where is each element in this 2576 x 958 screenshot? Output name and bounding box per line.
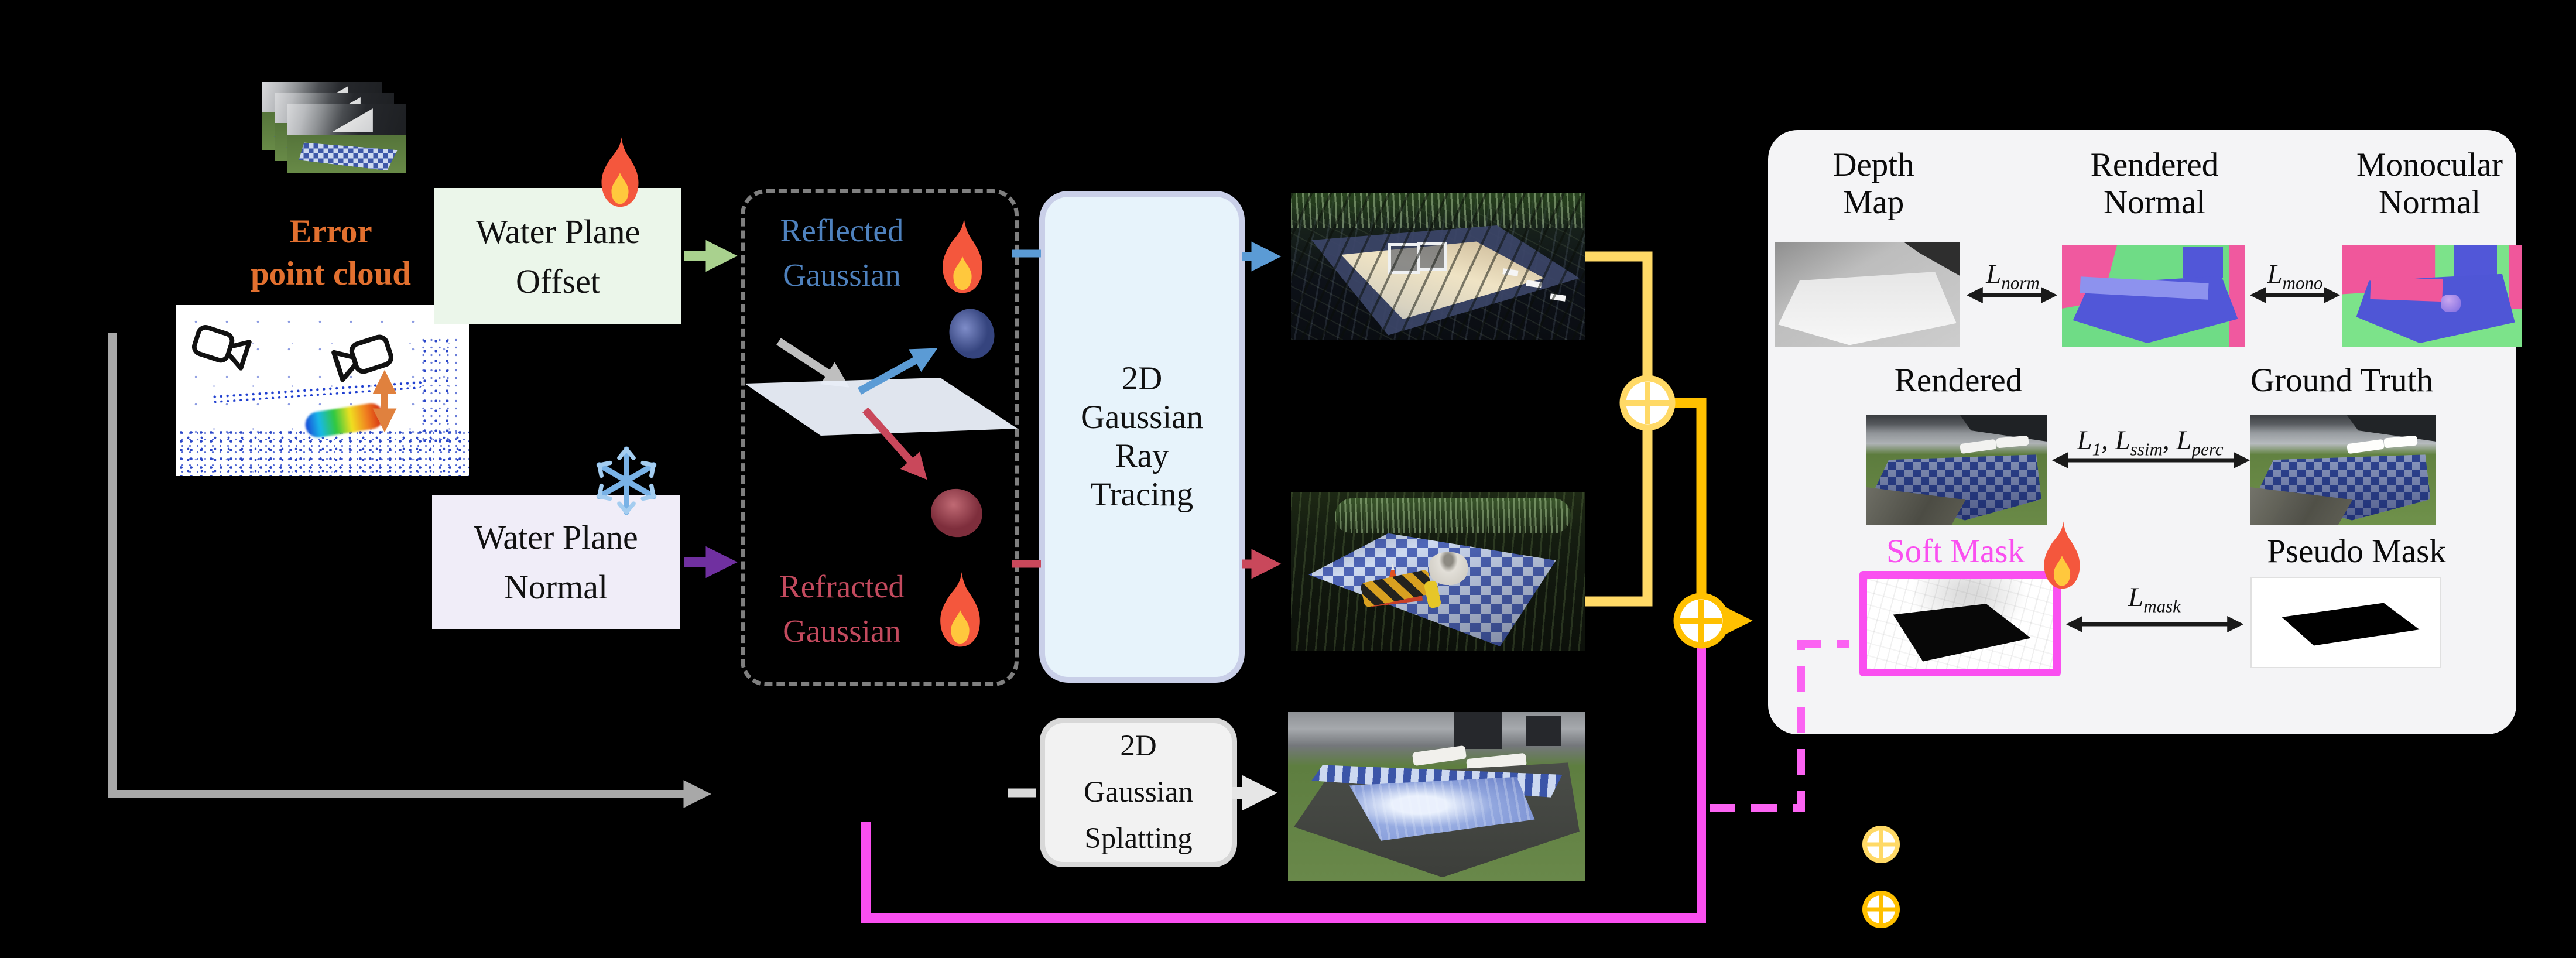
loss-mask-sub: mask xyxy=(2143,596,2181,617)
loss-mono-base: L xyxy=(2267,259,2283,289)
reflected-line1: Reflected xyxy=(780,213,904,248)
refracted-gaussian-label: Refracted Gaussian xyxy=(752,564,931,654)
rendered-normal-image xyxy=(2062,245,2245,347)
depth-map-line1: Depth xyxy=(1832,146,1914,183)
monocular-normal-image xyxy=(2342,245,2522,347)
wpo-line2: Offset xyxy=(516,262,600,300)
circled-plus-icon xyxy=(1673,593,1729,649)
error-point-cloud-label: Error point cloud xyxy=(233,211,429,295)
raytracing-line4: Tracing xyxy=(1090,476,1194,513)
wpo-line1: Water Plane xyxy=(475,212,640,251)
paper-roll xyxy=(1429,552,1468,586)
refracted-ray-arrow xyxy=(862,407,927,480)
rendered-text: Rendered xyxy=(1894,362,2023,399)
pseudo-mask-label: Pseudo Mask xyxy=(2239,533,2474,570)
splatting-render-preview xyxy=(1288,712,1585,881)
monocular-normal-line1: Monocular xyxy=(2356,146,2503,183)
doorway xyxy=(1526,715,1562,746)
rendered-normal-line2: Normal xyxy=(2103,184,2206,221)
reflected-ray-arrow xyxy=(857,348,938,395)
ground-truth-image xyxy=(2250,415,2436,525)
loss-perc-base: L xyxy=(2176,425,2192,456)
splatting-line1: 2D xyxy=(1120,730,1157,762)
flame-icon xyxy=(2033,520,2091,591)
splatting-box: 2D Gaussian Splatting xyxy=(1040,718,1237,867)
water-plane-offset-box: Water Plane Offset xyxy=(434,188,681,324)
soft-mask-dashed-path xyxy=(1710,640,1849,812)
loss-mask-label: Lmask xyxy=(2111,580,2198,618)
depth-map-image xyxy=(1775,242,1960,347)
monocular-normal-line2: Normal xyxy=(2378,184,2481,221)
circled-plus-icon xyxy=(1619,375,1676,431)
soft-mask-label: Soft Mask xyxy=(1865,533,2046,570)
snowflake-icon xyxy=(588,445,664,516)
refracted-line1: Refracted xyxy=(779,569,905,604)
depth-map-line2: Map xyxy=(1842,184,1904,221)
raytracing-line3: Ray xyxy=(1115,437,1169,474)
point-cloud-column xyxy=(419,336,457,442)
rendered-header: Rendered xyxy=(1868,362,2049,399)
loss-l1-base: L xyxy=(2077,425,2092,456)
raytracing-line2: Gaussian xyxy=(1081,399,1203,436)
streaks xyxy=(1291,193,1585,340)
incident-ray-arrow xyxy=(776,338,850,388)
flame-icon xyxy=(590,136,650,210)
circled-plus-legend-icon xyxy=(1862,891,1900,928)
loss-mask-base: L xyxy=(2128,582,2144,613)
water-plane-illustration xyxy=(745,378,1018,436)
separator: , xyxy=(2101,425,2115,456)
circled-plus-legend-icon xyxy=(1862,826,1900,863)
wpn-line2: Normal xyxy=(503,568,608,606)
flame-icon xyxy=(932,215,993,297)
reflected-line2: Gaussian xyxy=(783,257,901,293)
blend1-to-blend2-path xyxy=(1670,398,1707,595)
monocular-normal-header: Monocular Normal xyxy=(2327,146,2532,221)
water-plane-normal-box: Water Plane Normal xyxy=(432,495,680,629)
splatting-line3: Splatting xyxy=(1084,822,1193,855)
refracted-line2: Gaussian xyxy=(783,613,901,649)
error-line2: point cloud xyxy=(250,255,411,292)
refraction-render-preview xyxy=(1291,492,1585,651)
ground-truth-text: Ground Truth xyxy=(2250,362,2433,399)
pink-edge xyxy=(2228,245,2245,347)
rendered-normal-header: Rendered Normal xyxy=(2058,146,2251,221)
input-image-stack-front xyxy=(287,104,406,173)
reflected-gaussian-ellipse xyxy=(949,309,995,359)
refracted-gaussian-ellipse xyxy=(931,488,982,538)
reflection-render-preview xyxy=(1291,193,1585,340)
doorway xyxy=(1454,712,1502,750)
wpn-line1: Water Plane xyxy=(474,518,638,556)
flame-icon xyxy=(930,569,991,651)
rendered-normal-line1: Rendered xyxy=(2090,146,2219,183)
input-to-splatting-connector xyxy=(108,333,712,808)
gaussian-group-box xyxy=(741,189,1019,686)
splat-alpha-path xyxy=(861,646,1706,923)
pseudo-mask-image xyxy=(2250,577,2441,668)
error-point-cloud-image xyxy=(176,305,469,476)
separator: , xyxy=(2162,425,2177,456)
pink-edge xyxy=(2509,245,2522,309)
raytracing-line1: 2D xyxy=(1121,360,1163,397)
cylinder xyxy=(2441,294,2461,312)
rendered-image xyxy=(1866,415,2047,525)
splatting-line2: Gaussian xyxy=(1084,776,1193,809)
soft-mask-image xyxy=(1859,571,2061,676)
loss-norm-base: L xyxy=(1986,259,2002,289)
blue-cube xyxy=(2183,247,2224,278)
ray-tracing-box: 2D Gaussian Ray Tracing xyxy=(1039,191,1245,683)
grass-edge xyxy=(1335,498,1571,533)
soft-mask-text: Soft Mask xyxy=(1886,533,2025,570)
ground-truth-header: Ground Truth xyxy=(2222,362,2462,399)
loss-ssim-base: L xyxy=(2115,425,2130,456)
depth-map-header: Depth Map xyxy=(1791,146,1955,221)
reflected-gaussian-label: Reflected Gaussian xyxy=(752,208,931,297)
pseudo-mask-text: Pseudo Mask xyxy=(2267,533,2446,570)
error-line1: Error xyxy=(289,213,372,250)
